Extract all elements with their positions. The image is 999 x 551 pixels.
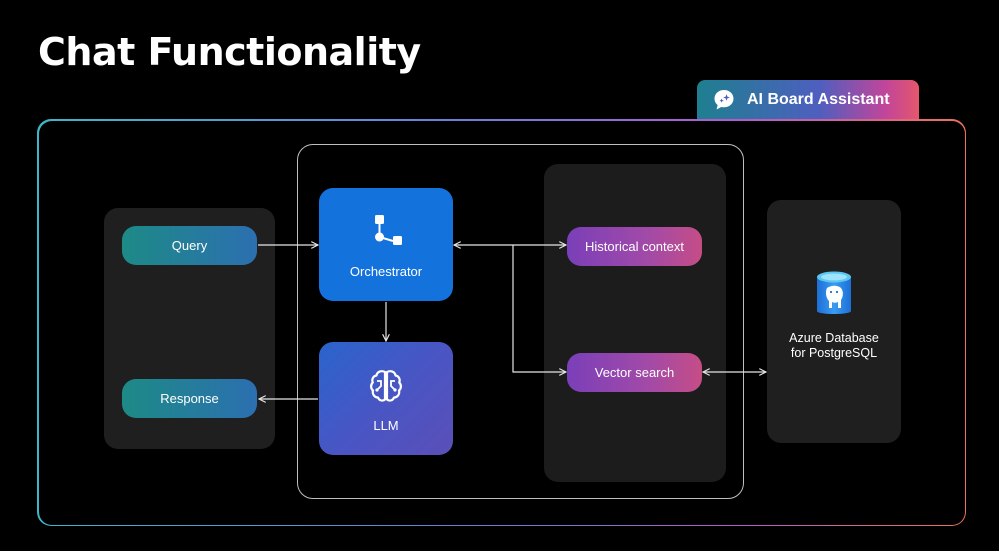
query-node: Query <box>122 226 257 265</box>
ai-board-assistant-label: AI Board Assistant <box>747 90 890 108</box>
orchestration-icon <box>364 210 408 254</box>
database-node: Azure Database for PostgreSQL <box>767 270 901 361</box>
llm-label: LLM <box>373 418 399 433</box>
historical-context-node: Historical context <box>567 227 702 266</box>
vector-search-node: Vector search <box>567 353 702 392</box>
ai-board-assistant-tab: AI Board Assistant <box>697 80 919 119</box>
orchestration-frame <box>297 144 744 499</box>
brain-icon <box>364 364 408 408</box>
database-label-line1: Azure Database <box>789 331 879 345</box>
page-title: Chat Functionality <box>38 30 421 74</box>
response-node: Response <box>122 379 257 418</box>
chat-bubble-icon <box>711 87 737 113</box>
llm-node: LLM <box>319 342 453 455</box>
orchestrator-node: Orchestrator <box>319 188 453 301</box>
vector-search-label: Vector search <box>594 365 675 380</box>
historical-context-label: Historical context <box>585 239 684 254</box>
query-label: Query <box>171 238 208 253</box>
postgresql-database-icon <box>815 270 853 323</box>
database-panel <box>767 200 901 443</box>
orchestrator-label: Orchestrator <box>349 264 423 279</box>
response-label: Response <box>160 391 219 406</box>
database-label-line2: for PostgreSQL <box>790 346 878 360</box>
retrieval-panel <box>544 164 726 482</box>
